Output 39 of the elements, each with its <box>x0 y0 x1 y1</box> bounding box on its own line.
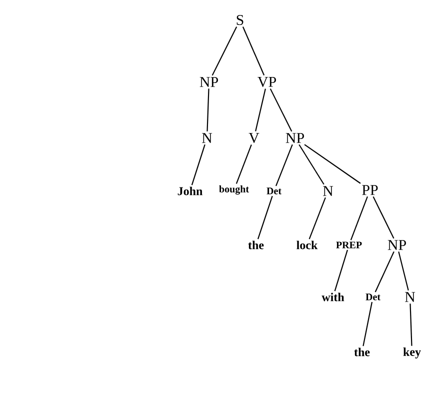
tree-branch <box>206 88 210 132</box>
tree-branch <box>362 302 373 346</box>
category-label: VP <box>258 76 276 88</box>
category-label: V <box>248 132 260 144</box>
tree-branch <box>304 144 361 184</box>
tree-branch <box>350 196 368 240</box>
tree-branch <box>308 197 326 240</box>
word-label: bought <box>219 185 249 195</box>
category-label: Det <box>366 294 380 300</box>
tree-branch <box>298 144 324 185</box>
tree-branch <box>191 144 206 186</box>
category-label: NP <box>200 77 218 87</box>
category-label: PP <box>362 185 378 195</box>
tree-branch <box>212 26 238 76</box>
tree-branch <box>275 144 293 186</box>
tree-branch <box>398 251 409 291</box>
category-label: NP <box>286 133 304 143</box>
tree-branch <box>372 196 394 239</box>
category-label: N <box>323 186 334 196</box>
word-label: key <box>403 348 421 358</box>
tree-branch <box>255 88 266 132</box>
tree-branch <box>410 304 412 346</box>
tree-branch <box>236 144 252 184</box>
tree-branch <box>257 196 273 240</box>
category-label: PREP <box>336 242 362 248</box>
word-label: the <box>248 240 264 250</box>
tree-branch <box>242 26 265 76</box>
tree-branch <box>270 88 292 132</box>
category-label: S <box>236 14 244 26</box>
category-label: N <box>405 292 416 302</box>
category-label: NP <box>388 240 406 250</box>
word-label: the <box>354 348 370 356</box>
category-label: N <box>202 133 212 143</box>
word-label: with <box>322 292 344 302</box>
word-label: lock <box>296 240 318 250</box>
tree-branch <box>334 250 348 292</box>
tree-branch <box>374 251 394 292</box>
word-label: John <box>178 186 202 196</box>
category-label: Det <box>266 188 282 194</box>
